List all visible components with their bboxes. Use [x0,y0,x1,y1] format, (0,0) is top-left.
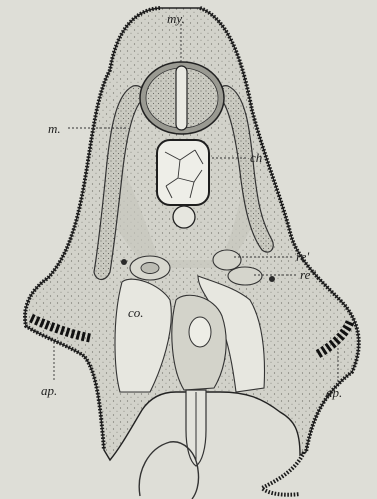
label-re-double-prime: re". [300,268,319,281]
gut-lumen [189,317,211,347]
subnotochordal-rod [173,206,195,228]
tail-strand [262,452,304,495]
re-double-prime-structure [228,267,262,285]
label-ch: ch [250,151,262,164]
label-ap-left: ap. [41,384,57,397]
label-my: my. [167,12,185,25]
re-prime-structure [213,250,241,270]
label-co: co. [128,306,144,319]
neural-canal [176,66,187,130]
label-m: m. [48,122,61,135]
lower-fold [139,442,198,499]
notochord [157,140,209,205]
label-ap-right: ap. [326,386,342,399]
label-re-prime: re' [296,250,309,263]
